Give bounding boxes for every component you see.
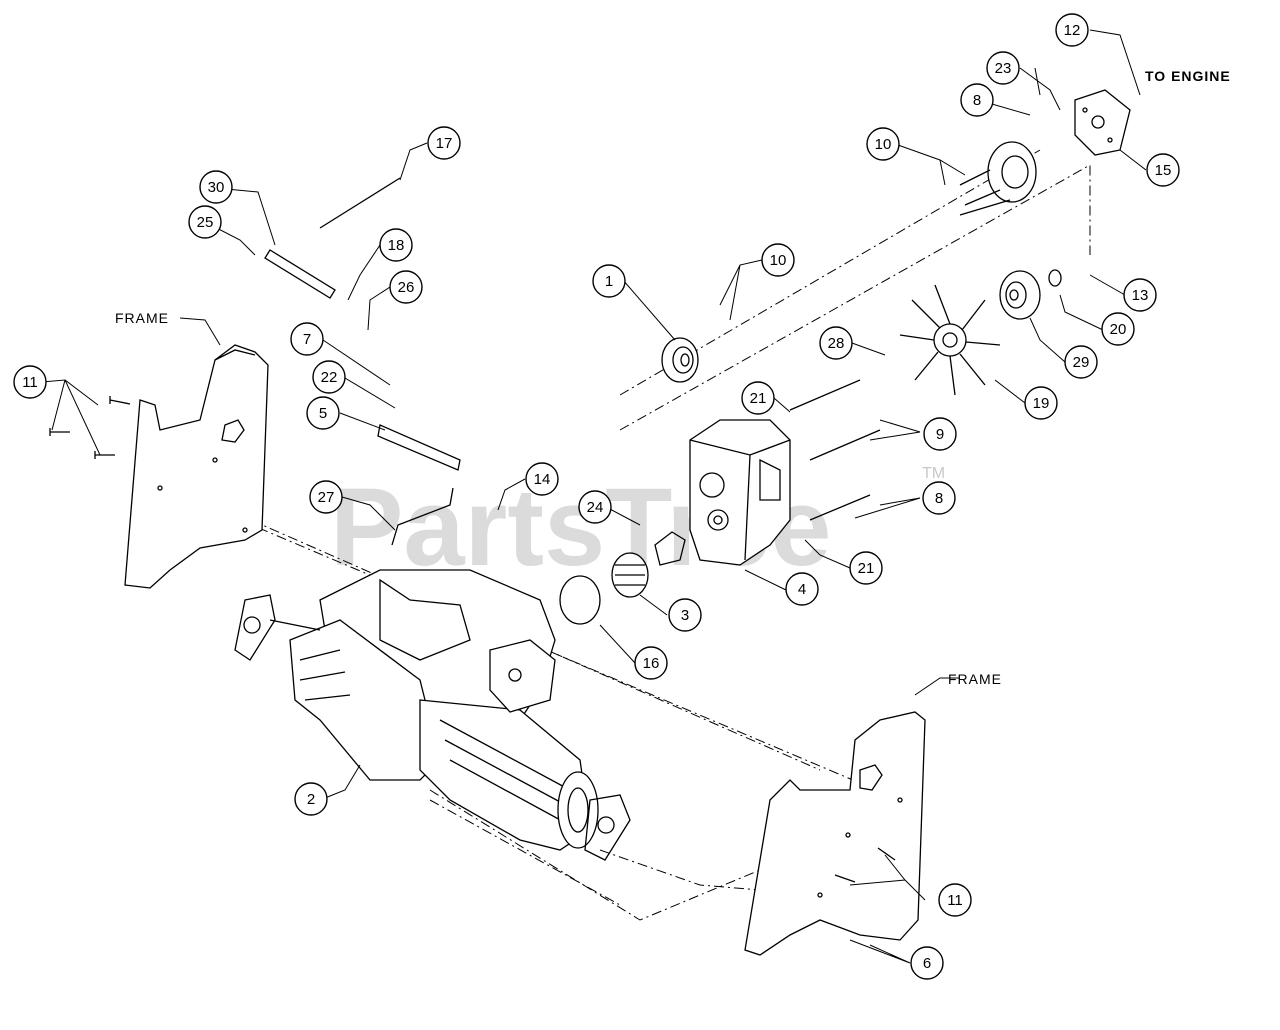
callout-27-text: 27 [318, 489, 335, 506]
callout-25-text: 25 [197, 214, 214, 231]
callout-23: 23 [986, 51, 1020, 85]
callout-9: 9 [923, 417, 957, 451]
callout-23-text: 23 [995, 60, 1012, 77]
callout-29: 29 [1064, 345, 1098, 379]
hydro-pump-body [689, 419, 791, 566]
long-bolts [789, 379, 881, 521]
callout-24: 24 [578, 490, 612, 524]
callout-26: 26 [389, 270, 423, 304]
callout-20-text: 20 [1110, 321, 1127, 338]
callout-21-bottom: 21 [849, 551, 883, 585]
bent-rod [391, 487, 454, 546]
callout-11-right-text: 11 [947, 892, 963, 909]
transmission-housing [234, 569, 631, 861]
callout-22: 22 [312, 360, 346, 394]
callout-8-top-text: 8 [973, 92, 981, 109]
pulley [999, 269, 1062, 320]
callout-5-text: 5 [319, 405, 327, 422]
frame-bolts [49, 396, 896, 883]
gasket [654, 531, 686, 566]
callout-22-text: 22 [321, 369, 338, 386]
callout-21-top: 21 [741, 381, 775, 415]
left-frame-plate [124, 344, 269, 589]
engine-adapter-plate [1074, 89, 1131, 156]
callout-4-text: 4 [798, 581, 806, 598]
callout-30: 30 [199, 170, 233, 204]
callout-11-right: 11 [938, 883, 972, 917]
callout-11-left: 11 [13, 365, 47, 399]
callout-10-top: 10 [866, 127, 900, 161]
callout-20: 20 [1101, 312, 1135, 346]
link-arm [377, 424, 461, 471]
callout-8-pump: 8 [922, 481, 956, 515]
callout-10-mid-text: 10 [770, 252, 787, 269]
callout-17: 17 [427, 126, 461, 160]
callout-28-text: 28 [828, 335, 845, 352]
callout-15: 15 [1146, 153, 1180, 187]
callout-13: 13 [1123, 278, 1157, 312]
callout-8-top: 8 [960, 83, 994, 117]
callout-30-text: 30 [208, 179, 225, 196]
callout-5: 5 [306, 396, 340, 430]
to-engine-label: TO ENGINE [1145, 68, 1231, 84]
pivot-rod [264, 249, 336, 299]
callout-3-text: 3 [681, 607, 689, 624]
callout-18: 18 [379, 228, 413, 262]
frame-left-label: FRAME [115, 310, 169, 326]
callout-18-text: 18 [388, 237, 405, 254]
callout-26-text: 26 [398, 279, 415, 296]
callout-6-text: 6 [923, 955, 931, 972]
callout-25: 25 [188, 205, 222, 239]
callout-3: 3 [668, 598, 702, 632]
callout-1: 1 [592, 264, 626, 298]
callout-19-text: 19 [1033, 395, 1050, 412]
callout-17-text: 17 [436, 135, 453, 152]
callout-7-text: 7 [303, 331, 311, 348]
callout-14-text: 14 [534, 471, 551, 488]
callout-21-top-text: 21 [750, 390, 767, 407]
callout-28: 28 [819, 326, 853, 360]
callout-12-text: 12 [1064, 22, 1081, 39]
o-ring [559, 575, 601, 625]
callout-2-text: 2 [307, 791, 315, 808]
callout-19: 19 [1024, 386, 1058, 420]
callout-14: 14 [525, 462, 559, 496]
callout-16: 16 [634, 646, 668, 680]
callout-1-text: 1 [605, 273, 613, 290]
drive-coupler [959, 141, 1037, 216]
callout-10-mid: 10 [761, 243, 795, 277]
callout-21-bottom-text: 21 [858, 560, 875, 577]
callout-9-text: 9 [936, 426, 944, 443]
callout-12: 12 [1055, 13, 1089, 47]
callout-29-text: 29 [1073, 354, 1090, 371]
watermark-tm: TM [922, 465, 945, 482]
callout-6: 6 [910, 946, 944, 980]
frame-right-label: FRAME [948, 671, 1002, 687]
right-frame-plate [744, 711, 926, 956]
callout-24-text: 24 [587, 499, 604, 516]
control-rod [319, 177, 401, 229]
callout-2: 2 [294, 782, 328, 816]
callout-4: 4 [785, 572, 819, 606]
callout-10-top-text: 10 [875, 136, 892, 153]
callout-16-text: 16 [643, 655, 660, 672]
callout-11-left-text: 11 [22, 374, 38, 391]
callout-7: 7 [290, 322, 324, 356]
callout-27: 27 [309, 480, 343, 514]
callout-13-text: 13 [1132, 287, 1149, 304]
cooling-fan [899, 284, 1001, 396]
callout-8-pump-text: 8 [935, 490, 943, 507]
bearing [661, 337, 699, 383]
callout-15-text: 15 [1155, 162, 1172, 179]
input-gear [611, 552, 649, 598]
